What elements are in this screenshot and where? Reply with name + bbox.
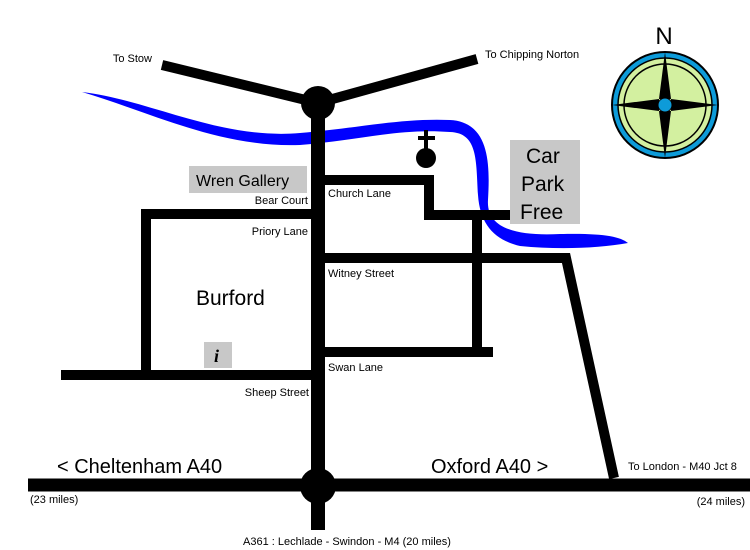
car-park-label-3: Free	[520, 201, 563, 224]
label-witney-street: Witney Street	[328, 268, 394, 280]
label-to-london: To London - M40 Jct 8	[628, 461, 737, 473]
roundabout-south	[300, 468, 336, 504]
road-to-chipping-norton	[316, 54, 479, 108]
wren-gallery-label: Wren Gallery	[196, 173, 289, 190]
road-network	[28, 54, 750, 530]
label-swan-lane: Swan Lane	[328, 362, 383, 374]
wren-gallery-box	[189, 166, 307, 193]
label-west-distance: (23 miles)	[30, 494, 78, 506]
river	[82, 92, 628, 249]
label-south: A361 : Lechlade - Swindon - M4 (20 miles…	[243, 536, 451, 548]
info-icon: i	[214, 346, 219, 366]
town-name: Burford	[196, 287, 265, 310]
car-park-label-1: Car	[526, 145, 560, 168]
label-to-stow: To Stow	[113, 53, 152, 65]
car-park-label-2: Park	[521, 173, 565, 196]
roundabout-north	[301, 86, 335, 120]
label-sheep-street: Sheep Street	[245, 387, 309, 399]
label-church-lane: Church Lane	[328, 188, 391, 200]
label-east-distance: (24 miles)	[697, 496, 745, 508]
road-to-stow	[160, 60, 320, 108]
label-to-chipping-norton: To Chipping Norton	[485, 49, 579, 61]
label-priory-lane: Priory Lane	[252, 226, 308, 238]
church-icon	[416, 130, 436, 168]
compass-north-label: N	[655, 23, 672, 50]
road-witney-street	[318, 253, 619, 480]
label-oxford: Oxford A40 >	[431, 456, 548, 478]
label-cheltenham: < Cheltenham A40	[57, 456, 222, 478]
compass-rose-icon: N	[611, 23, 719, 159]
info-box	[204, 342, 232, 368]
label-bear-court: Bear Court	[255, 195, 308, 207]
car-park-box	[510, 140, 580, 224]
